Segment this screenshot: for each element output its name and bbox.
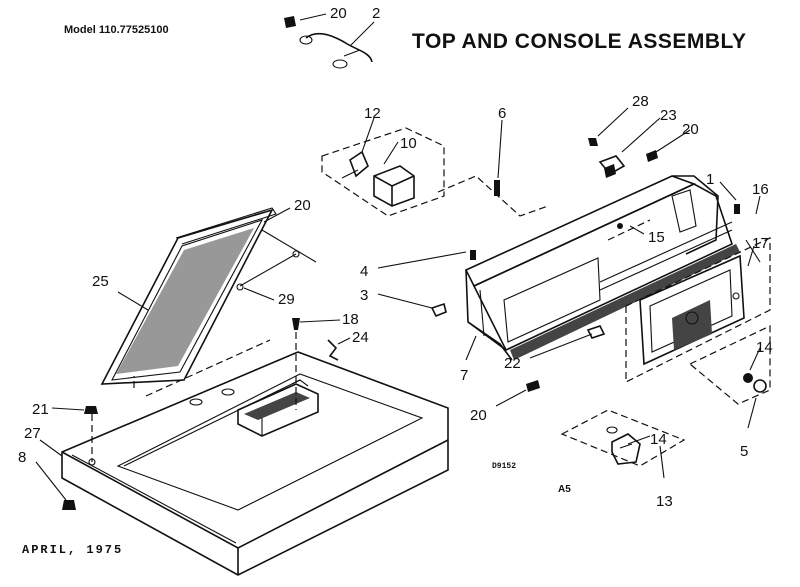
- callout-numbers: 20 2 12 10 6 28 23 20 1 16 15 17 20 25 4…: [18, 5, 773, 510]
- leader-lines: [35, 13, 761, 501]
- switch-bracket: [321, 127, 549, 217]
- callout-3: 3: [360, 287, 368, 304]
- top-panel: [61, 351, 449, 576]
- callout-1: 1: [706, 171, 714, 188]
- lid-screen: [100, 207, 277, 397]
- callout-28: 28: [632, 93, 649, 110]
- callout-16: 16: [752, 181, 769, 198]
- drawing-code: D9152: [492, 462, 517, 471]
- callout-18: 18: [342, 311, 359, 328]
- callout-25: 25: [92, 273, 109, 290]
- revision-code: A5: [558, 484, 571, 495]
- callout-24: 24: [352, 329, 369, 346]
- console-housing: [464, 175, 740, 361]
- bracket-13: [560, 409, 686, 467]
- callout-22: 22: [504, 355, 521, 372]
- callout-13: 13: [656, 493, 673, 510]
- diagram-title: TOP AND CONSOLE ASSEMBLY: [412, 30, 747, 53]
- callout-10: 10: [400, 135, 417, 152]
- callout-6: 6: [498, 105, 506, 122]
- callout-23: 23: [660, 107, 677, 124]
- callout-27: 27: [24, 425, 41, 442]
- wire-harness-2: [284, 16, 373, 69]
- callout-17: 17: [752, 235, 769, 252]
- callout-5: 5: [740, 443, 748, 460]
- callout-8: 8: [18, 449, 26, 466]
- callout-14-bracket: 14: [650, 431, 667, 448]
- callout-21: 21: [32, 401, 49, 418]
- console-small-parts: [430, 138, 740, 392]
- callout-20-bottom: 20: [470, 407, 487, 424]
- callout-20-lid: 20: [294, 197, 311, 214]
- callout-4: 4: [360, 263, 368, 280]
- callout-14-console: 14: [756, 339, 773, 356]
- model-number: Model 110.77525100: [64, 24, 169, 36]
- callout-7: 7: [460, 367, 468, 384]
- callout-20-console: 20: [682, 121, 699, 138]
- callout-20-top: 20: [330, 5, 347, 22]
- publication-date: APRIL, 1975: [22, 543, 124, 557]
- callout-15: 15: [648, 229, 665, 246]
- callout-29: 29: [278, 291, 295, 308]
- callout-12: 12: [364, 105, 381, 122]
- knob-group: [688, 325, 771, 405]
- lid-hardware: [62, 229, 339, 510]
- callout-2: 2: [372, 5, 380, 22]
- control-panel-assembly: [625, 237, 771, 383]
